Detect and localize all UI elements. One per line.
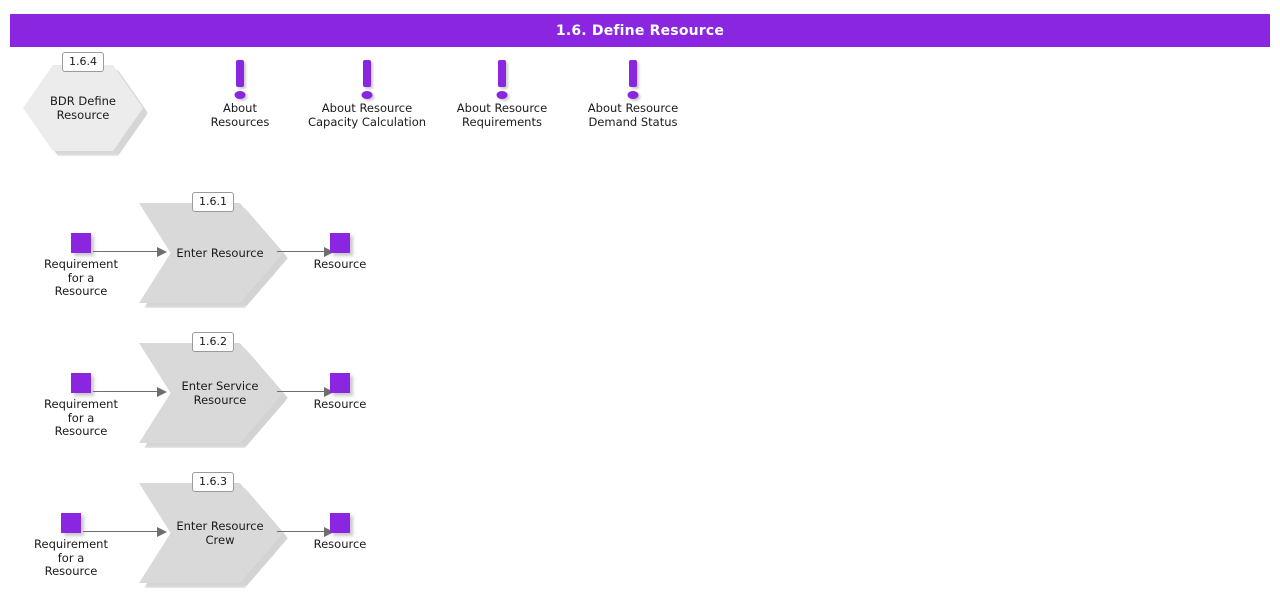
info-marker-label: About Resource Demand Status <box>587 101 679 129</box>
data-object-label: Resource <box>313 537 367 551</box>
exclamation-icon <box>437 58 567 102</box>
info-marker-about-resource-demand-status[interactable]: About Resource Demand Status <box>568 58 698 129</box>
connector-arrowhead <box>157 526 167 537</box>
info-marker-about-resources[interactable]: About Resources <box>175 58 305 129</box>
hexagon-label: BDR Define Resource <box>50 94 116 122</box>
activity-label: Enter Service Resource <box>181 379 259 407</box>
data-object-square <box>330 233 350 253</box>
data-object-input-requirement[interactable]: Requirement for a Resource <box>11 513 131 579</box>
data-object-square <box>71 233 91 253</box>
connector-arrowhead <box>157 246 167 257</box>
activity-enter-resource-crew[interactable]: Enter Resource Crew <box>139 483 288 588</box>
exclamation-bar <box>629 60 637 87</box>
activity-enter-resource[interactable]: Enter Resource <box>139 203 288 308</box>
data-object-label: Requirement for a Resource <box>44 397 118 438</box>
connector-line <box>83 531 158 533</box>
connector-line <box>93 251 158 253</box>
data-object-square <box>330 373 350 393</box>
id-badge-1-6-3[interactable]: 1.6.3 <box>192 472 234 492</box>
id-badge-1-6-2[interactable]: 1.6.2 <box>192 332 234 352</box>
connector-arrowhead <box>324 526 334 537</box>
data-object-label: Requirement for a Resource <box>34 537 108 578</box>
data-object-square <box>71 373 91 393</box>
info-marker-label: About Resources <box>210 101 270 129</box>
info-marker-label: About Resource Capacity Calculation <box>307 101 427 129</box>
info-marker-about-resource-requirements[interactable]: About Resource Requirements <box>437 58 567 129</box>
exclamation-icon <box>175 58 305 102</box>
activity-label: Enter Resource Crew <box>176 519 264 547</box>
data-object-square <box>330 513 350 533</box>
data-object-square <box>61 513 81 533</box>
data-object-input-requirement[interactable]: Requirement for a Resource <box>21 233 141 299</box>
exclamation-bar <box>236 60 244 87</box>
page-title: 1.6. Define Resource <box>555 22 725 39</box>
connector-line <box>277 391 325 393</box>
exclamation-icon <box>302 58 432 102</box>
connector-activity-to-output <box>277 246 337 258</box>
page-header-bar: 1.6. Define Resource <box>10 14 1270 47</box>
id-badge-1-6-4[interactable]: 1.6.4 <box>62 52 104 72</box>
exclamation-dot <box>234 91 246 99</box>
exclamation-dot <box>496 91 508 99</box>
data-object-input-requirement[interactable]: Requirement for a Resource <box>21 373 141 439</box>
connector-line <box>277 531 325 533</box>
connector-line <box>277 251 325 253</box>
data-object-output-resource[interactable]: Resource <box>280 513 400 552</box>
id-badge-1-6-1[interactable]: 1.6.1 <box>192 192 234 212</box>
info-marker-about-resource-capacity-calculation[interactable]: About Resource Capacity Calculation <box>302 58 432 129</box>
connector-line <box>93 391 158 393</box>
connector-input-to-activity <box>93 246 168 258</box>
activity-label: Enter Resource <box>176 246 264 260</box>
data-object-label: Requirement for a Resource <box>44 257 118 298</box>
connector-arrowhead <box>324 386 334 397</box>
connector-activity-to-output <box>277 526 337 538</box>
data-object-output-resource[interactable]: Resource <box>280 373 400 412</box>
connector-input-to-activity <box>93 386 168 398</box>
connector-arrowhead <box>157 386 167 397</box>
activity-enter-service-resource[interactable]: Enter Service Resource <box>139 343 288 448</box>
exclamation-icon <box>568 58 698 102</box>
connector-input-to-activity <box>83 526 168 538</box>
connector-activity-to-output <box>277 386 337 398</box>
info-marker-label: About Resource Requirements <box>456 101 548 129</box>
exclamation-bar <box>363 60 371 87</box>
data-object-label: Resource <box>313 397 367 411</box>
exclamation-bar <box>498 60 506 87</box>
flow-row-1-6-1: Requirement for a Resource Enter Resourc… <box>0 190 400 320</box>
exclamation-dot <box>361 91 373 99</box>
data-object-output-resource[interactable]: Resource <box>280 233 400 272</box>
data-object-label: Resource <box>313 257 367 271</box>
flow-row-1-6-2: Requirement for a Resource Enter Service… <box>0 330 400 460</box>
exclamation-dot <box>627 91 639 99</box>
flow-row-1-6-3: Requirement for a Resource Enter Resourc… <box>0 470 400 600</box>
connector-arrowhead <box>324 246 334 257</box>
